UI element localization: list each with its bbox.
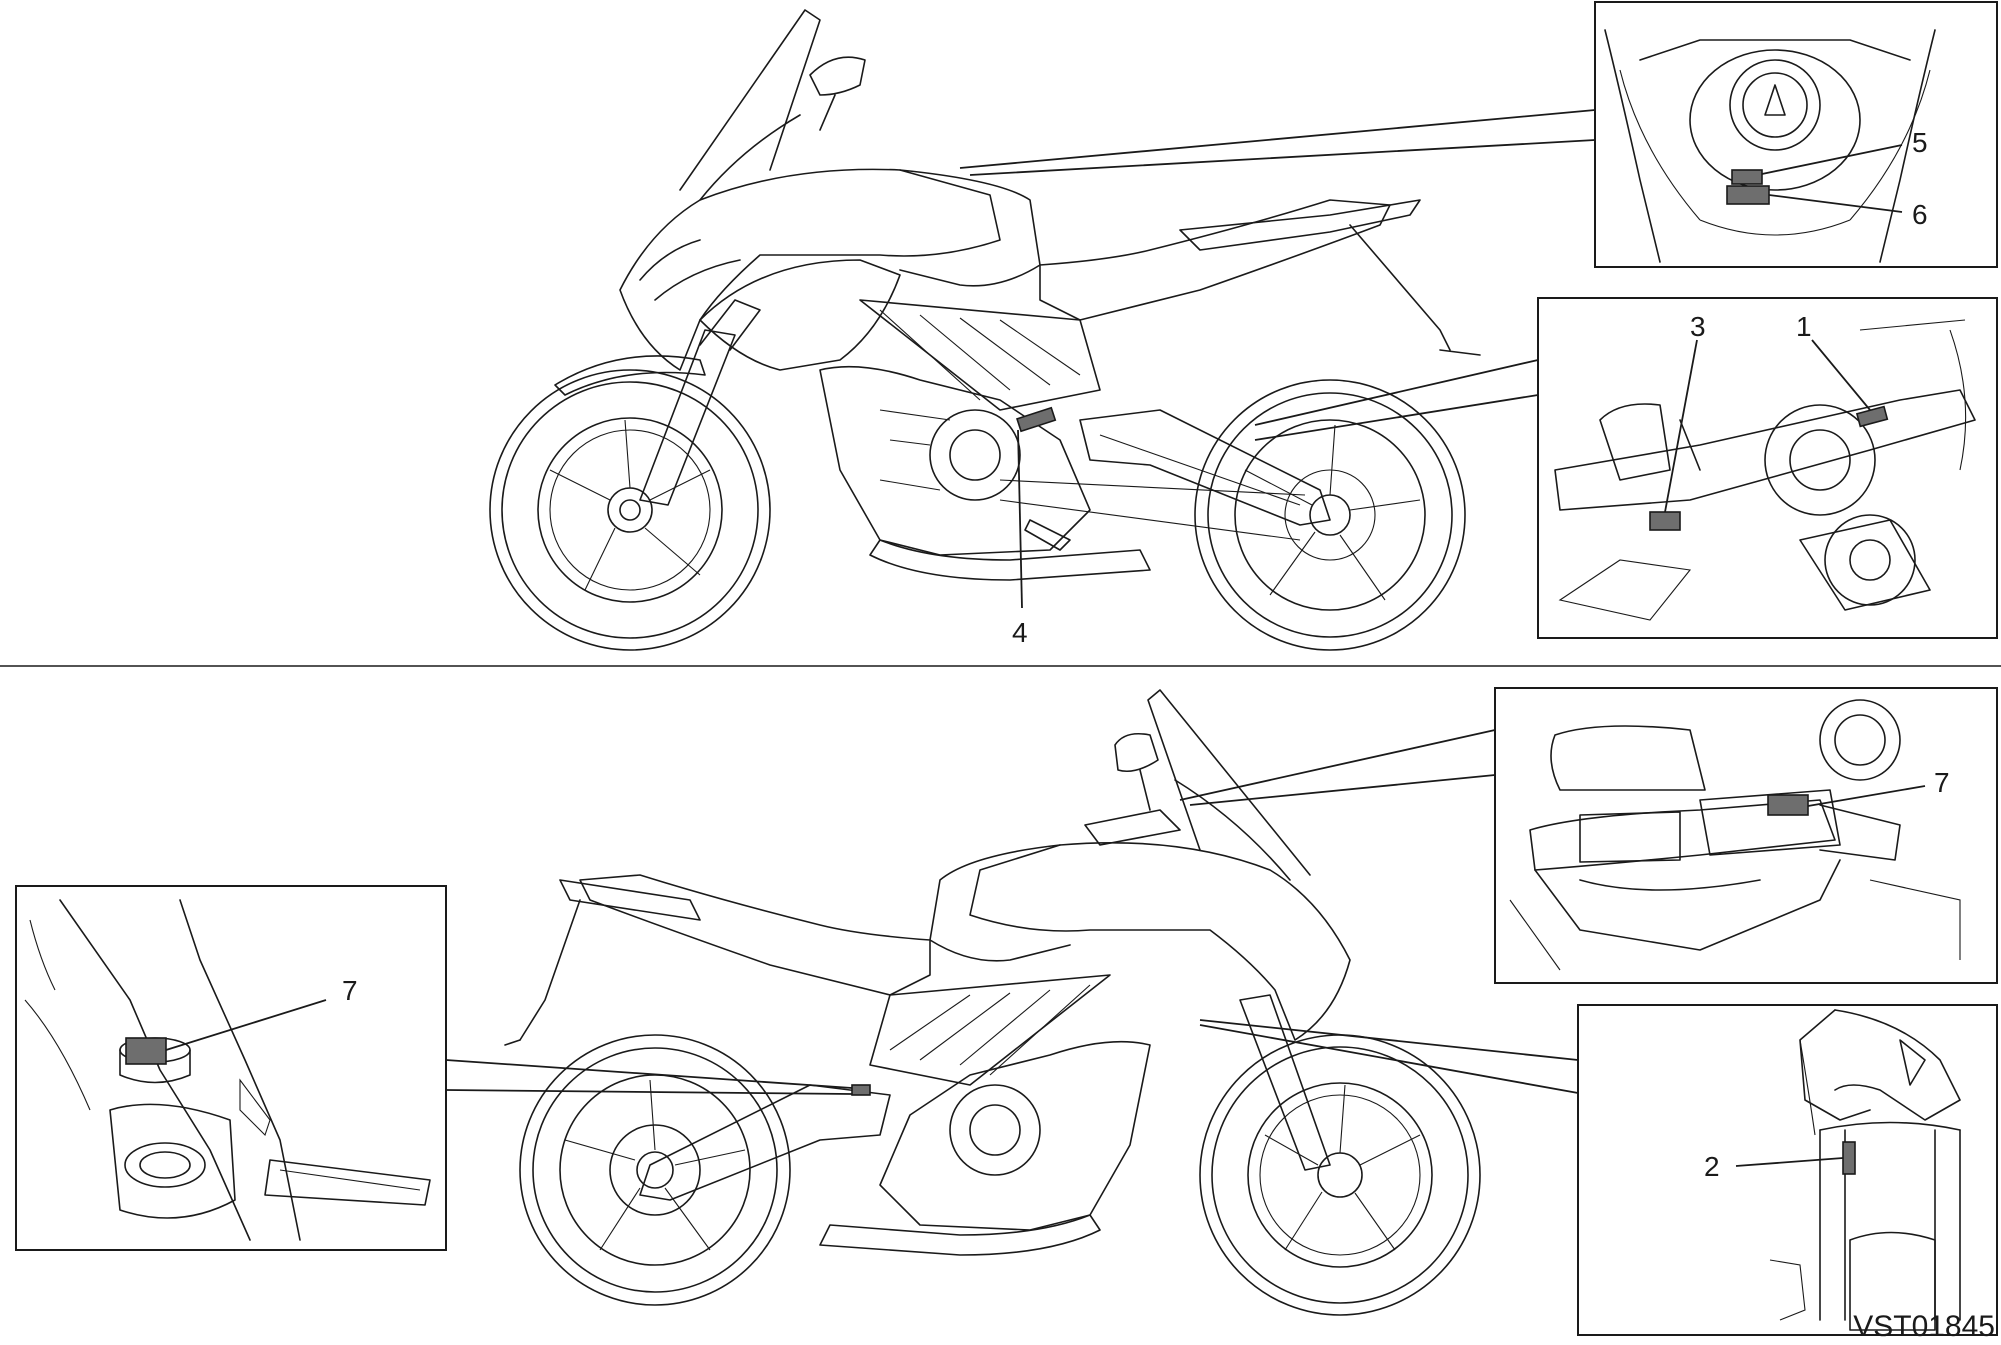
detail-fuel-cap <box>1594 1 1998 268</box>
label-6-marker <box>1726 185 1770 205</box>
label-3-marker <box>1649 511 1681 531</box>
detail-front-brake-lever <box>1494 687 1998 984</box>
label-7-front-marker <box>1767 794 1809 816</box>
front-wheel-bottom <box>1199 1034 1481 1316</box>
grip <box>1579 811 1681 863</box>
front-wheel <box>489 369 771 651</box>
label-7-marker-detail <box>125 1037 167 1065</box>
rear-wheel-bottom <box>519 1034 791 1306</box>
motorcycle-right-side-view <box>504 689 1481 1316</box>
label-7-rear-marker <box>851 1084 871 1096</box>
label-5-marker <box>1731 169 1763 185</box>
callout-5: 5 <box>1912 127 1928 158</box>
callout-7-front: 7 <box>1934 767 1950 798</box>
callout-6: 6 <box>1912 199 1928 230</box>
rear-wheel <box>1194 379 1466 651</box>
detail-swingarm <box>1537 297 1998 639</box>
drawing-code: VST01845 <box>1853 1310 1995 1343</box>
detail-front-fork <box>1577 1004 1998 1336</box>
label-4-marker <box>1016 406 1057 433</box>
detail-rear-brake-reservoir <box>15 885 447 1251</box>
label-1-marker <box>1855 405 1889 428</box>
callout-7-rear: 7 <box>342 975 358 1006</box>
label-2-marker <box>1842 1141 1856 1175</box>
callout-4: 4 <box>1012 617 1028 648</box>
callout-1: 1 <box>1796 311 1812 342</box>
motorcycle-left-side-view <box>489 9 1481 651</box>
callout-3: 3 <box>1690 311 1706 342</box>
callout-2: 2 <box>1704 1151 1720 1182</box>
